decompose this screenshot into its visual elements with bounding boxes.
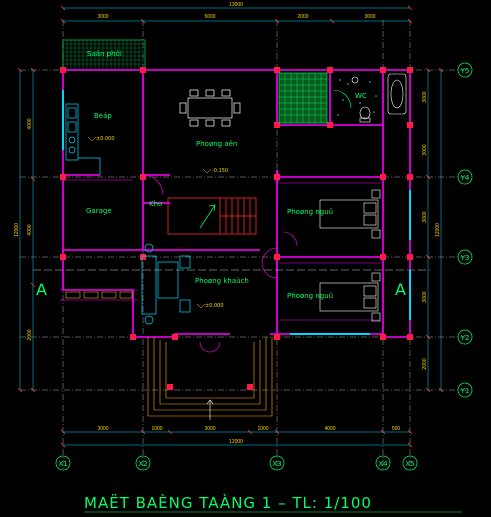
bed-2 [319,272,381,322]
section-marker-left: A [36,280,47,299]
room-label-dining: Phoøng aên [196,140,237,148]
living-sofa [141,243,191,325]
wc-fixtures [332,73,407,123]
dim-right-seg-1: 3000 [422,91,428,102]
entry-arrow [206,399,214,420]
axis-label-y2: Y2 [460,334,470,342]
dim-top-seg-4: 3000 [364,14,375,20]
walls [62,69,411,338]
stair-arrow [199,204,216,229]
columns [60,67,413,390]
axis-label-x2: X2 [138,460,147,468]
dim-right-seg-3: 3000 [422,211,428,222]
dim-left-seg-1: 4000 [27,118,33,129]
dim-right-seg-5: 2000 [422,358,428,369]
axis-label-x5: X5 [405,460,414,468]
dim-bottom-seg-1: 3000 [97,426,108,432]
dim-right-seg-2: 3000 [422,144,428,155]
room-label-kitchen: Beáp [94,112,112,120]
room-label-living: Phoøng khaùch [195,277,249,285]
dim-left-seg-2: 4000 [27,224,33,235]
level-dining: -0.150 [212,168,228,174]
entry-porch [147,337,273,417]
room-label-storage: Kho [149,200,162,208]
dim-top-seg-1: 3000 [97,14,108,20]
dim-left-total: 12000 [14,223,20,237]
dining-table [179,89,241,127]
axis-label-x1: X1 [58,460,67,468]
dim-bottom-seg-5: 4000 [324,426,335,432]
dimension-ticks [17,5,444,448]
dim-bottom-seg-4: 1000 [257,426,268,432]
axis-label-x4: X4 [378,460,388,468]
axis-label-y4: Y4 [460,174,470,182]
grid-bubbles [55,62,473,471]
dim-bottom-seg-6: 500 [392,426,401,432]
bed-1 [319,189,381,239]
dim-top-seg-3: 2000 [297,14,308,20]
level-kitchen: ±0.000 [96,136,115,142]
room-label-bedroom-1: Phoøng nguû [287,208,333,216]
level-living: ±0.000 [205,303,224,309]
room-label-bedroom-2: Phoøng nguû [287,292,333,300]
room-label-garage: Garage [86,207,112,215]
partition-lines [60,179,380,321]
dim-bottom-seg-3: 3000 [204,426,215,432]
room-label-balcony: Saân phôi [87,50,122,58]
dim-bottom-seg-2: 1000 [151,426,162,432]
stair [167,197,257,235]
windows [62,90,411,335]
dim-bottom-total: 12000 [229,439,243,445]
axis-label-y5: Y5 [460,67,470,75]
axis-label-y3: Y3 [460,254,470,262]
axis-label-y1: Y1 [460,387,470,395]
wc-tile-floor [278,72,328,124]
room-label-wc: WC [355,92,367,100]
axis-label-x3: X3 [272,460,281,468]
drawing-title: MAËT BAÈNG TAÀNG 1 – TL: 1/100 [84,493,372,512]
dimension-lines [19,7,442,446]
dim-top-total: 13000 [229,2,243,8]
garage-storage [65,291,133,299]
dim-left-seg-3: 2000 [27,329,33,340]
doors [142,169,298,353]
wc-dots [337,79,377,116]
dim-right-seg-4: 3000 [422,291,428,302]
section-marker-right: A [395,280,406,299]
level-markers [87,136,212,309]
dim-right-total: 12000 [435,223,441,237]
dim-top-seg-2: 5000 [204,14,215,20]
balcony-hatch [62,39,146,71]
kitchen-counter [65,103,101,175]
